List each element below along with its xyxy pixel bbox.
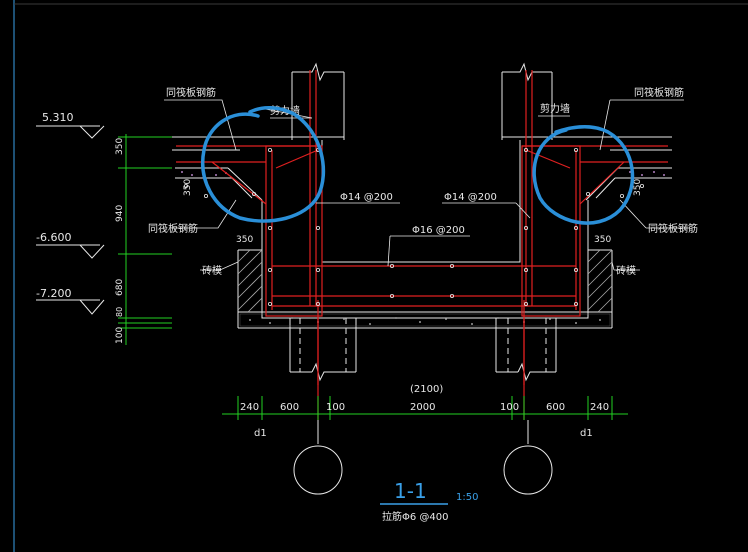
side-dim-right-b: 350: [594, 235, 611, 245]
elevation-label-3: -7.200: [36, 287, 71, 300]
label-slab-rebar-left: 同筏板钢筋: [166, 86, 216, 99]
section-scale: 1:50: [456, 492, 478, 503]
annotation-circle-left: [201, 106, 326, 223]
dim-seg-7: 240: [590, 402, 609, 413]
dim-seg-5: 100: [500, 402, 519, 413]
label-shear-wall-right: 剪力墙: [540, 102, 570, 115]
annotation-circle-right: [532, 125, 635, 225]
side-dim-left-a: 350: [183, 179, 193, 196]
brick-hatch: [237, 249, 613, 313]
label-rebar-right: Φ14 @200: [444, 192, 497, 203]
side-dim-left-b: 350: [236, 235, 253, 245]
axis-bubble-right: [503, 445, 553, 495]
dim-small: 80: [115, 307, 124, 317]
dim-total: (2100): [410, 384, 443, 395]
dim-100: 100: [115, 327, 125, 344]
axis-bubbles: [293, 420, 553, 495]
elevation-label-2: -6.600: [36, 231, 71, 244]
rebar: [176, 70, 668, 420]
dim-seg-1: 240: [240, 402, 259, 413]
dim-seg-3: 100: [326, 402, 345, 413]
dim-seg-6: 600: [546, 402, 565, 413]
label-brick-left: 砖模: [202, 264, 222, 277]
section-note: 拉筋Φ6 @400: [382, 510, 449, 523]
dim-seg-2: 600: [280, 402, 299, 413]
axis-label-left: d1: [254, 428, 267, 439]
label-slab-rebar-right-low: 同筏板钢筋: [648, 222, 698, 235]
slab-speckle: [181, 171, 665, 176]
axis-label-right: d1: [580, 428, 593, 439]
rebar-dots: [183, 147, 645, 306]
elevation-label-1: 5.310: [42, 111, 74, 124]
pile-dashes: [299, 318, 547, 372]
structure-outline: [172, 62, 672, 382]
vertical-dimension-chain: [118, 134, 172, 345]
dim-680: 680: [115, 279, 125, 296]
axis-bubble-left: [293, 445, 343, 495]
dim-350: 350: [115, 138, 125, 155]
leaders: [164, 99, 690, 271]
dim-940: 940: [115, 205, 125, 222]
label-slab-rebar-right: 同筏板钢筋: [634, 86, 684, 99]
side-dim-right-a: 350: [633, 179, 643, 196]
label-rebar-left: Φ14 @200: [340, 192, 393, 203]
label-slab-rebar-left-low: 同筏板钢筋: [148, 222, 198, 235]
dim-seg-4: 2000: [410, 402, 435, 413]
bottom-dimension: [222, 396, 628, 420]
label-brick-right: 砖模: [616, 264, 636, 277]
elevation-markers: [36, 125, 105, 315]
section-title: 1-1: [394, 479, 427, 503]
label-rebar-bottom: Φ16 @200: [412, 225, 465, 236]
